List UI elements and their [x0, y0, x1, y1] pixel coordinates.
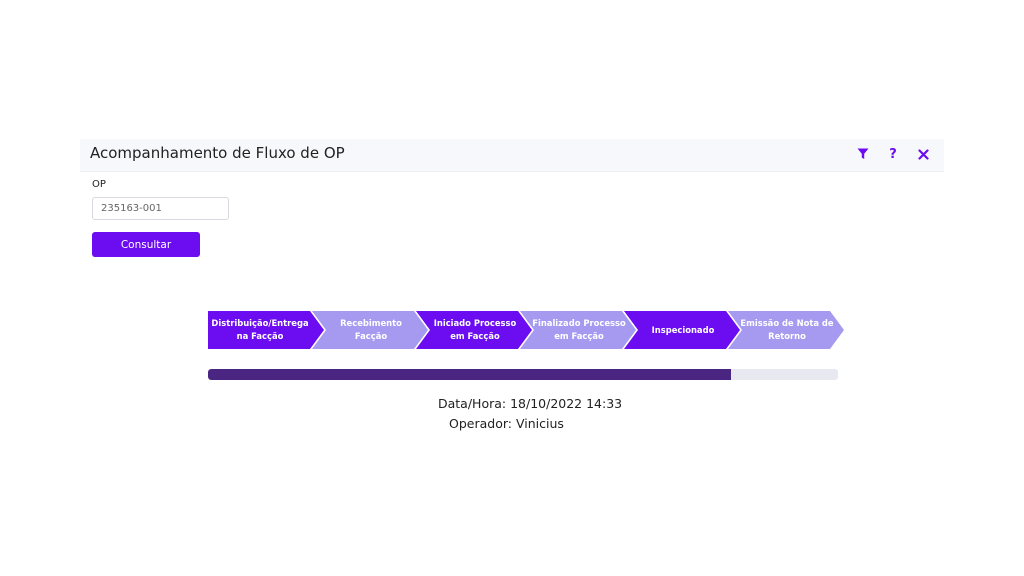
- close-icon[interactable]: [915, 146, 931, 162]
- progress-fill: [208, 369, 731, 380]
- filter-icon[interactable]: [855, 146, 871, 162]
- window-title: Acompanhamento de Fluxo de OP: [90, 144, 345, 162]
- progress-bar: [208, 369, 838, 380]
- step-label: Emissão de Nota de Retorno: [740, 318, 834, 341]
- step-chevron: [208, 311, 324, 349]
- op-input[interactable]: [92, 197, 229, 220]
- datetime-text: Data/Hora: 18/10/2022 14:33: [438, 396, 623, 411]
- flow-step[interactable]: Recebimento Facção: [312, 311, 428, 349]
- flow-step[interactable]: Finalizado Processo em Facção: [520, 311, 636, 349]
- step-chevron: [728, 311, 844, 349]
- help-glyph: ?: [889, 146, 897, 162]
- step-label: Inspecionado: [651, 324, 715, 335]
- flow-window: Acompanhamento de Fluxo de OP ? OP Consu…: [80, 139, 944, 439]
- flow-step[interactable]: Iniciado Processo em Facção: [416, 311, 532, 349]
- window-header: Acompanhamento de Fluxo de OP ?: [80, 139, 944, 172]
- op-label: OP: [92, 179, 106, 190]
- step-chevron: [312, 311, 428, 349]
- step-chevron: [416, 311, 532, 349]
- step-label: Iniciado Processo em Facção: [433, 318, 517, 341]
- help-icon[interactable]: ?: [885, 146, 901, 162]
- step-chevron: [520, 311, 636, 349]
- step-label: Distribuição/Entrega na Facção: [211, 318, 309, 341]
- flow-step[interactable]: Inspecionado: [624, 311, 740, 349]
- consultar-button[interactable]: Consultar: [92, 232, 200, 257]
- operator-text: Operador: Vinicius: [449, 416, 564, 431]
- flow-steps: Distribuição/Entrega na Facção Recebiment…: [208, 311, 844, 349]
- step-label: Recebimento Facção: [340, 318, 402, 341]
- step-chevron: [624, 311, 740, 349]
- step-label: Finalizado Processo em Facção: [532, 318, 626, 341]
- flow-step[interactable]: Distribuição/Entrega na Facção: [208, 311, 324, 349]
- flow-step[interactable]: Emissão de Nota de Retorno: [728, 311, 844, 349]
